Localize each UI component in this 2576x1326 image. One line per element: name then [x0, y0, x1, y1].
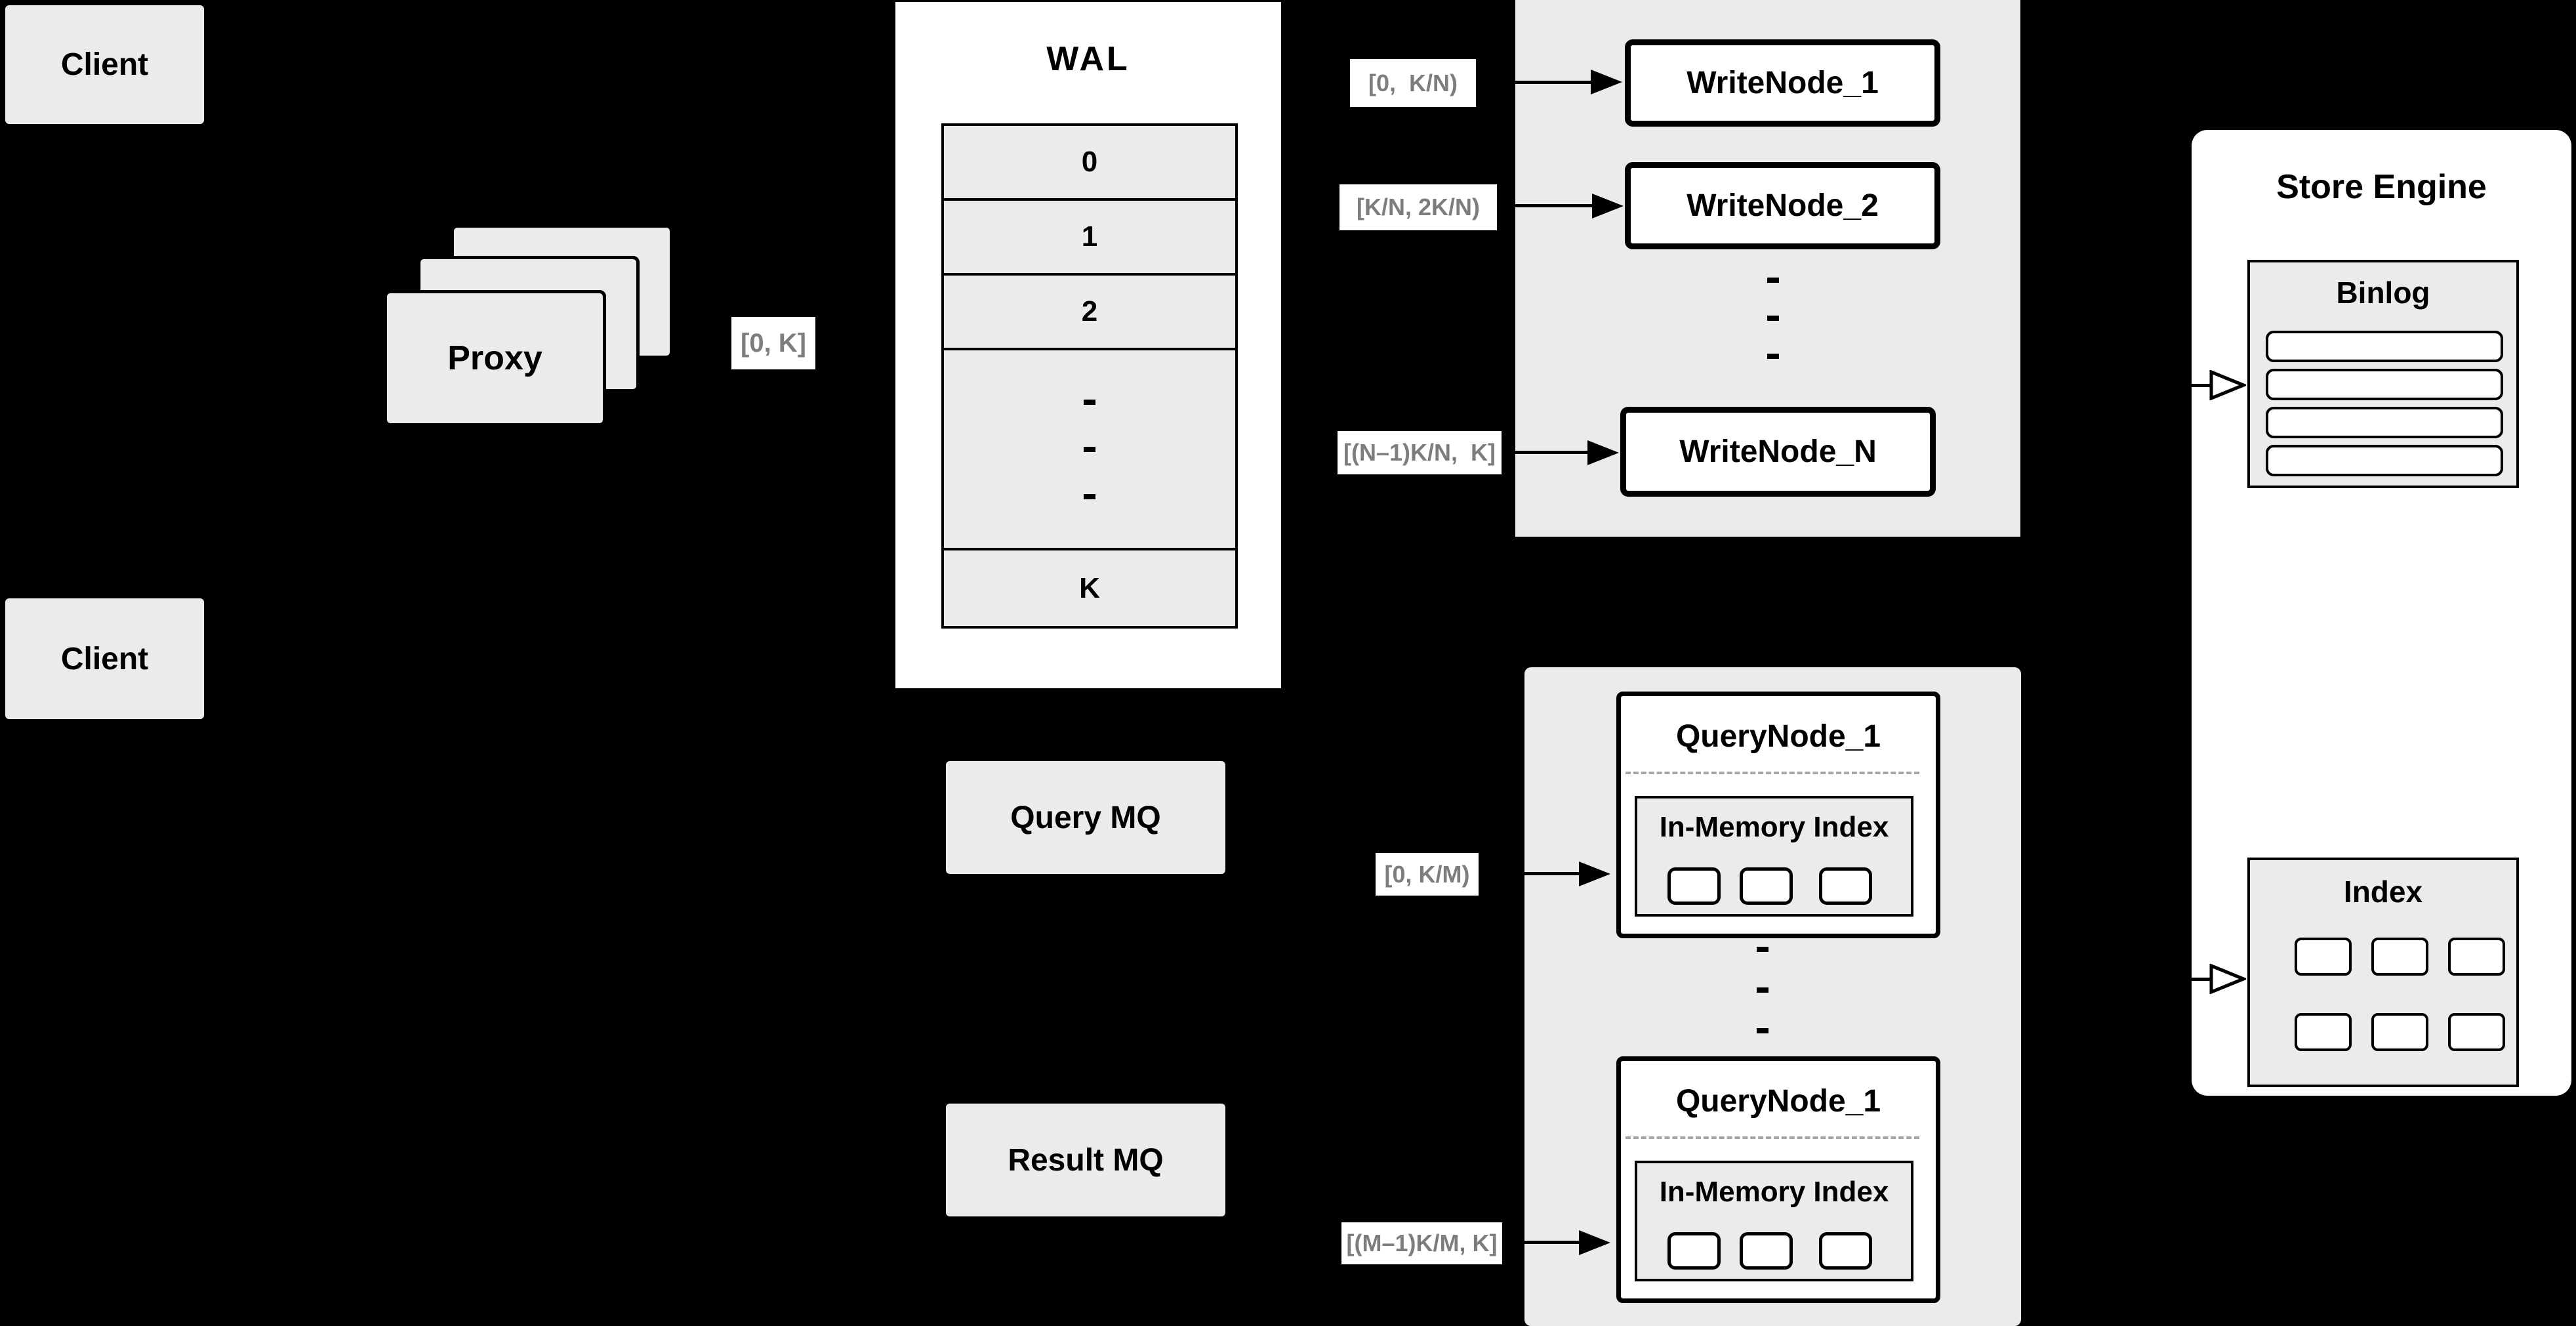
client-box-bottom: Client — [5, 598, 204, 719]
index-title-wrap: Index — [2250, 865, 2516, 918]
index-segment — [2295, 1013, 2352, 1051]
memory-segment — [1667, 1232, 1721, 1270]
edge-label-querynode-1: [0, K/M) — [1376, 853, 1479, 896]
result-mq-label: Result MQ — [1008, 1142, 1164, 1178]
memory-segment — [1740, 1232, 1793, 1270]
open-arrowhead-icon — [2209, 370, 2246, 400]
inmemory-index-title: In-Memory Index — [1659, 811, 1889, 843]
index-segment — [2371, 1013, 2428, 1051]
inmemory-index-title: In-Memory Index — [1659, 1176, 1889, 1208]
binlog-segment — [2266, 369, 2503, 400]
index-segment — [2448, 1013, 2505, 1051]
wal-row-0: 0 — [944, 126, 1235, 201]
wal-row-k: K — [1079, 571, 1100, 604]
result-mq-box: Result MQ — [946, 1104, 1225, 1216]
client-top-label: Client — [60, 47, 149, 82]
writenode-2-box: WriteNode_2 — [1625, 162, 1940, 249]
writenode-1-label: WriteNode_1 — [1687, 66, 1879, 100]
binlog-title: Binlog — [2336, 276, 2430, 310]
edge-label-proxy-to-wal: [0, K] — [731, 317, 815, 369]
index-segment — [2295, 938, 2352, 976]
ellipsis-dot — [1757, 987, 1768, 993]
wal-title: WAL — [1046, 40, 1130, 78]
edge-label-writenode-n: [(N–1)K/N, K] — [1338, 431, 1502, 474]
inmemory-index-title-wrap: In-Memory Index — [1637, 1169, 1911, 1215]
memory-segment — [1740, 867, 1793, 905]
querynode-1-divider — [1625, 772, 1919, 774]
wal-row-1: 1 — [944, 201, 1235, 276]
ellipsis-dot — [1767, 316, 1779, 321]
open-arrowhead-icon — [2209, 964, 2246, 994]
binlog-segment — [2266, 331, 2503, 362]
query-mq-box: Query MQ — [946, 761, 1225, 874]
memory-segment — [1667, 867, 1721, 905]
edge-label-writenode-1: [0, K/N) — [1350, 59, 1476, 107]
arrowhead-icon — [1592, 194, 1624, 218]
wal-table: 0 1 2 K — [941, 123, 1238, 629]
client-box-top: Client — [5, 5, 204, 124]
wal-ellipsis-row — [944, 350, 1235, 551]
binlog-segment — [2266, 407, 2503, 438]
binlog-segment — [2266, 445, 2503, 476]
writenode-n-label: WriteNode_N — [1679, 434, 1877, 469]
index-segment — [2448, 938, 2505, 976]
arrow-line — [2155, 384, 2211, 387]
proxy-card-front: Proxy — [384, 290, 606, 426]
wal-row-2: 2 — [944, 276, 1235, 351]
memory-segment — [1819, 867, 1872, 905]
arrow-line — [1479, 872, 1579, 875]
store-engine-title: Store Engine — [2276, 168, 2487, 206]
edge-label-querynode-m: [(M–1)K/M, K] — [1341, 1222, 1502, 1264]
edge-label-writenode-2: [K/N, 2K/N) — [1339, 184, 1497, 230]
arrow-line — [1497, 204, 1592, 207]
index-title: Index — [2343, 875, 2423, 909]
ellipsis-dot — [1767, 354, 1779, 359]
query-mq-label: Query MQ — [1010, 800, 1161, 835]
querynode-1-title: QueryNode_1 — [1675, 718, 1881, 754]
arrow-line — [2155, 978, 2211, 981]
ellipsis-dot — [1084, 446, 1095, 452]
writenode-n-box: WriteNode_N — [1620, 407, 1936, 497]
arrowhead-icon — [1587, 440, 1619, 465]
store-engine-title-wrap: Store Engine — [2192, 157, 2571, 217]
writenode-1-box: WriteNode_1 — [1625, 39, 1940, 127]
ellipsis-dot — [1757, 1028, 1768, 1033]
inmemory-index-title-wrap: In-Memory Index — [1637, 804, 1911, 850]
wal-title-wrap: WAL — [895, 36, 1281, 82]
querynode-m-divider — [1625, 1136, 1919, 1139]
index-box: Index — [2247, 858, 2519, 1087]
arrow-line — [1502, 1241, 1579, 1244]
binlog-box: Binlog — [2247, 260, 2519, 488]
arrow-line — [1476, 81, 1591, 84]
ellipsis-dot — [1757, 947, 1768, 952]
querynode-m-title: QueryNode_1 — [1675, 1083, 1881, 1119]
client-bottom-label: Client — [60, 641, 149, 676]
arrowhead-icon — [1591, 70, 1622, 94]
ellipsis-dot — [1084, 493, 1095, 499]
memory-segment — [1819, 1232, 1872, 1270]
binlog-title-wrap: Binlog — [2250, 266, 2516, 319]
querynode-m-title-wrap: QueryNode_1 — [1621, 1071, 1936, 1130]
index-segment — [2371, 938, 2428, 976]
arrowhead-icon — [1579, 861, 1610, 886]
writenode-2-label: WriteNode_2 — [1687, 188, 1879, 223]
querynode-1-title-wrap: QueryNode_1 — [1621, 707, 1936, 766]
ellipsis-dot — [1767, 278, 1779, 283]
ellipsis-dot — [1084, 399, 1095, 405]
arrowhead-icon — [1579, 1230, 1610, 1255]
proxy-label: Proxy — [447, 339, 542, 377]
arrow-line — [1502, 451, 1587, 454]
